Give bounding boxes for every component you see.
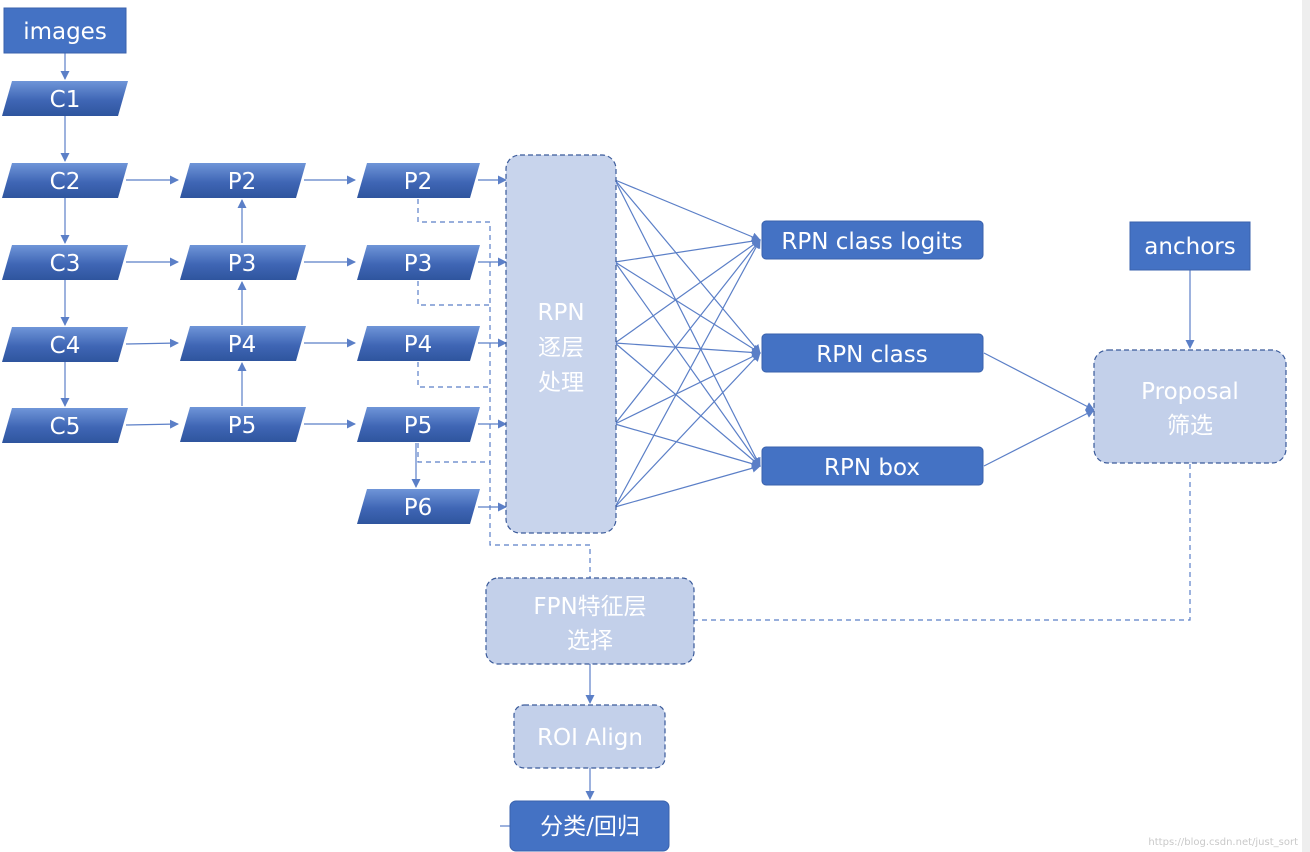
- p6-label: P6: [404, 495, 433, 521]
- rpn-label-line1: RPN: [537, 300, 584, 326]
- rpn-class-label: RPN class: [816, 342, 927, 368]
- proposal-label-line2: 筛选: [1167, 413, 1213, 439]
- p2-output-label: P2: [404, 169, 433, 195]
- rpn-class-logits-label: RPN class logits: [781, 229, 962, 255]
- p5-top-down-node: P5: [180, 407, 306, 442]
- c3-node: C3: [2, 245, 128, 280]
- p5-top-down-label: P5: [228, 413, 257, 439]
- rpn-box-node: RPN box: [761, 446, 984, 486]
- anchors-label: anchors: [1144, 234, 1235, 260]
- classify-regress-node: 分类/回归: [509, 800, 670, 852]
- fpn-label-line2: 选择: [567, 628, 613, 654]
- edges: [60, 53, 1195, 827]
- p4-output-node: P4: [357, 326, 480, 361]
- roi-align-label: ROI Align: [537, 725, 643, 751]
- rpn-class-logits-node: RPN class logits: [761, 220, 984, 260]
- right-edge-strip: [1302, 0, 1310, 852]
- fpn-layer-selection-block: FPN特征层 选择: [485, 577, 695, 665]
- p5-output-label: P5: [404, 413, 433, 439]
- p2-output-node: P2: [357, 163, 480, 198]
- images-label: images: [23, 19, 107, 45]
- classify-regress-label: 分类/回归: [540, 814, 640, 840]
- p3-top-down-label: P3: [228, 251, 257, 277]
- rpn-class-node: RPN class: [761, 333, 984, 373]
- rpn-box-label: RPN box: [824, 455, 920, 481]
- p4-top-down-label: P4: [228, 332, 257, 358]
- p2-top-down-node: P2: [180, 163, 306, 198]
- proposal-label-line1: Proposal: [1141, 379, 1239, 405]
- rpn-label-line2: 逐层: [538, 335, 584, 361]
- fpn-label-line1: FPN特征层: [533, 594, 646, 620]
- rpn-processing-block: RPN 逐层 处理: [505, 154, 617, 534]
- rpn-fanout-edges: [614, 179, 761, 508]
- roi-align-block: ROI Align: [513, 704, 666, 769]
- p4-top-down-node: P4: [180, 326, 306, 361]
- p6-node: P6: [357, 489, 480, 524]
- c1-label: C1: [50, 87, 81, 113]
- c2-label: C2: [50, 169, 81, 195]
- c4-node: C4: [2, 327, 128, 362]
- p2-top-down-label: P2: [228, 169, 257, 195]
- rpn-label-line3: 处理: [538, 370, 584, 396]
- proposal-filter-block: Proposal 筛选: [1093, 349, 1287, 464]
- c4-label: C4: [50, 333, 81, 359]
- c1-node: C1: [2, 81, 128, 116]
- anchors-node: anchors: [1129, 221, 1251, 271]
- p4-output-label: P4: [404, 332, 433, 358]
- c2-node: C2: [2, 163, 128, 198]
- p3-top-down-node: P3: [180, 245, 306, 280]
- dashed-feature-routing: [417, 199, 1191, 621]
- p3-output-label: P3: [404, 251, 433, 277]
- c3-label: C3: [50, 251, 81, 277]
- p3-output-node: P3: [357, 245, 480, 280]
- p5-output-node: P5: [357, 407, 480, 442]
- watermark-text: https://blog.csdn.net/just_sort: [1148, 837, 1298, 848]
- images-node: images: [3, 7, 127, 54]
- c5-label: C5: [50, 414, 81, 440]
- c5-node: C5: [2, 408, 128, 443]
